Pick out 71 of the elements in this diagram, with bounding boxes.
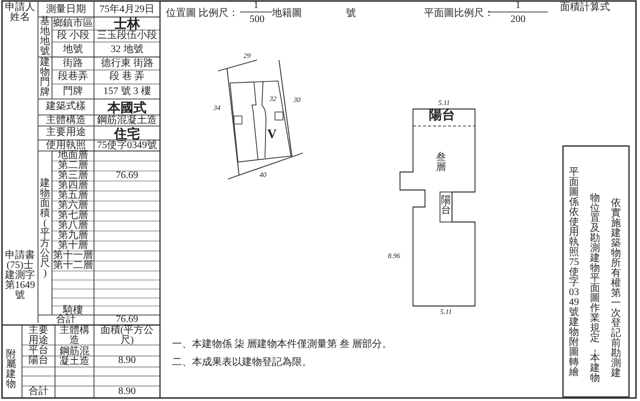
scale-numerator: 1 [252,1,260,11]
form-label: 建物門牌 [40,58,50,98]
handwritten-value: 75使字0349號 [96,140,158,151]
form-label: 騎樓 [62,306,84,316]
form-label: 街路 [62,57,84,70]
handwritten-value: 德行東 街路 [100,57,154,70]
form-label: 第九層 [57,231,89,241]
form-label: 第六層 [57,201,89,211]
form-label: 主要用途 [28,326,50,346]
form-label: 主要用途 [45,126,87,140]
handwritten-value: 157 號 3 樓 [102,84,152,98]
form-label: 第二層 [57,161,89,171]
form-label: 鄉鎮市區 [52,17,94,30]
form-label: 建築式樣 [45,100,87,114]
form-label: 第七層 [57,211,89,221]
form-label: 門牌 [62,84,84,98]
application-number: 申請書(75)士建測字第1649號 [4,248,36,303]
stamped-value: 鋼筋混凝土造 [96,115,158,126]
form-label: 位置圖 比例尺： [166,8,238,20]
form-label: 第四層 [57,181,89,191]
form-label: 平面圖比例尺： [424,8,492,20]
form-label: 第十一層 [52,251,94,261]
form-label: 合計 [55,315,76,325]
handwritten-value: 76.69 [114,171,140,181]
handwritten-value: 32 地號 [110,42,144,56]
form-label: 建物面積(平方公尺) [40,176,50,281]
handwritten-value: 75年4月29日 [98,2,156,16]
form-label: 合計 [28,386,50,397]
handwritten-value: 士林 [114,17,140,30]
scale-denominator: 500 [248,14,266,25]
note-text: 二、本成果表以建物登記為限。 [172,356,313,369]
handwritten-value: 陽台 [28,356,50,366]
handwritten-value: 三玉段伍小段 [96,30,158,42]
form-label: 第五層 [57,191,89,201]
handwritten-value: 本國式 [106,99,148,114]
handwritten-value: 段 巷 弄 [108,70,146,84]
scale-denominator: 200 [510,14,526,25]
form-label: 附屬建物 [6,348,16,392]
note-text: 平面圖係依使用執照75使字0349號建物附圖轉繪 [569,166,579,380]
form-label: 主體構造 [58,326,90,346]
form-label: 測量日期 [45,2,87,16]
handwritten-value: 8.90 [117,356,137,366]
form-label: 第十二層 [52,261,94,271]
handwritten-value: 住宅 [114,126,141,140]
form-label: 第三層 [57,171,89,181]
handwritten-value: 8.90 [117,386,137,397]
form-label: 段 小段 [56,30,90,42]
form-label: 地籍圖 [272,8,303,20]
form-label: 申請人姓名 [4,2,36,24]
stamped-value: 鋼筋混凝土造 [58,346,90,367]
note-text: 一、本建物係 柒 層建物本件僅測量第 叁 層部分。 [172,338,393,351]
form-label: 使用執照 [45,140,86,150]
form-label: 面積(平方公尺) [99,326,155,346]
scale-numerator: 1 [514,1,522,11]
form-label: 段巷弄 [57,70,89,84]
form-label: 第八層 [57,221,89,231]
form-label: 地面層 [57,151,89,161]
handwritten-value: 平台 [28,346,50,356]
form-label: 基地地號 [40,18,50,56]
form-label: 第十層 [58,241,88,251]
handwritten-value: 76.69 [116,315,138,325]
form-label: 地號 [62,42,84,56]
form-label: 號 [345,8,357,20]
form-label: 面積計算式 [560,2,611,14]
note-text: 物位置及勘測建物平面圖作業規定，本建物 [590,192,600,386]
room-label: 叁層 [436,151,446,175]
check-mark: V [266,126,278,140]
room-label: 陽台 [428,108,456,121]
form-label: 主體構造 [45,115,87,126]
note-text: 依實施建築物所有權第一次登記前勘測建 [611,197,621,381]
room-label: 陽台 [441,195,451,217]
